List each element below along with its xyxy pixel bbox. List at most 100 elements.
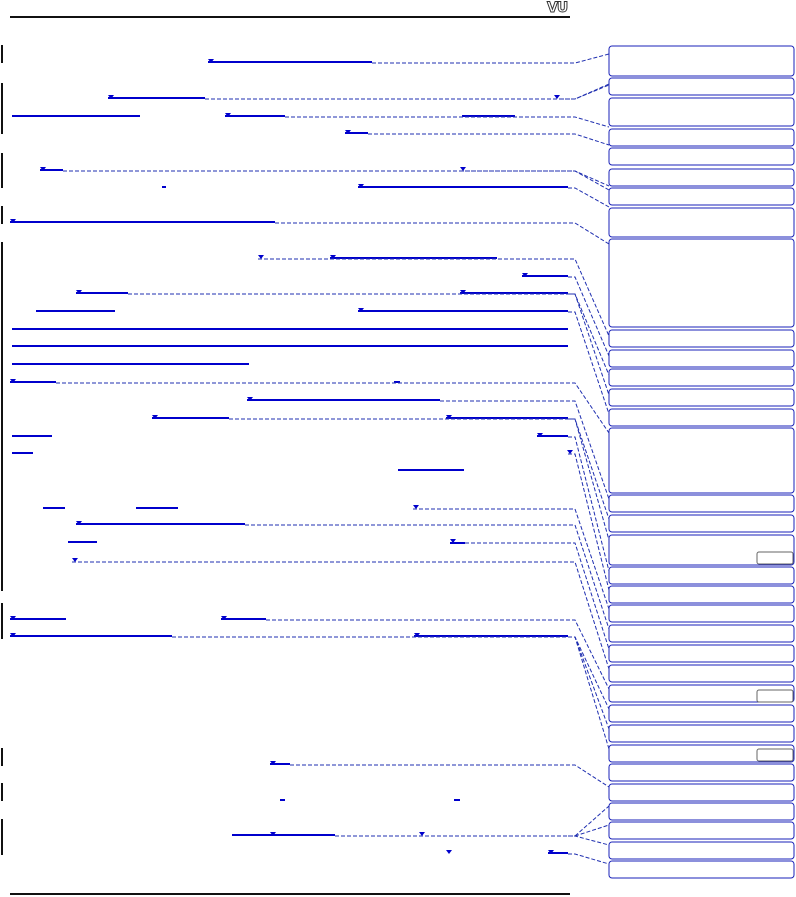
insertion-caret — [537, 433, 543, 437]
comment-balloon[interactable] — [608, 427, 795, 494]
insertion-caret — [108, 95, 114, 99]
comment-balloon[interactable] — [608, 238, 795, 328]
insertion-caret — [76, 521, 82, 525]
insertion-caret — [152, 415, 158, 419]
comment-leader-line — [465, 542, 610, 650]
insertion-caret — [270, 832, 276, 836]
comment-leader-line — [128, 293, 610, 376]
comment-leader-line — [568, 276, 610, 357]
comment-balloon[interactable] — [608, 585, 795, 604]
expand-button[interactable] — [756, 689, 794, 703]
insertion-caret — [10, 379, 16, 383]
comment-balloon[interactable] — [608, 744, 795, 763]
insertion-caret — [10, 633, 16, 637]
comment-balloon[interactable] — [608, 604, 795, 623]
insertion-caret — [446, 415, 452, 419]
insertion-caret — [522, 273, 528, 277]
comment-balloon[interactable] — [608, 566, 795, 585]
comment-leader-line — [568, 636, 610, 750]
comment-leader-line — [266, 619, 610, 690]
comment-balloon[interactable] — [608, 187, 795, 206]
expand-button[interactable] — [756, 551, 794, 565]
comment-leader-line — [285, 116, 610, 128]
comment-leader-line — [72, 561, 610, 670]
comment-balloon[interactable] — [608, 534, 795, 566]
insertion-caret — [247, 397, 253, 401]
insertion-caret — [548, 850, 554, 854]
comment-balloon[interactable] — [608, 97, 795, 127]
comment-balloon[interactable] — [608, 704, 795, 723]
comment-balloon[interactable] — [608, 514, 795, 533]
comment-balloon[interactable] — [608, 368, 795, 387]
insertion-caret — [358, 184, 364, 188]
insertion-caret — [446, 850, 452, 854]
insertion-caret — [10, 219, 16, 223]
comment-leader-line — [568, 187, 610, 208]
comment-balloon[interactable] — [608, 860, 795, 879]
comment-balloon[interactable] — [608, 763, 795, 782]
insertion-caret — [76, 290, 82, 294]
comment-balloon[interactable] — [608, 802, 795, 821]
comment-balloon[interactable] — [608, 408, 795, 427]
insertion-caret — [460, 290, 466, 294]
comment-balloon[interactable] — [608, 783, 795, 802]
insertion-caret — [345, 130, 351, 134]
comment-leader-line — [290, 764, 610, 788]
comment-leader-line — [568, 418, 610, 541]
insertion-caret — [10, 616, 16, 620]
comment-leader-line — [440, 400, 610, 500]
comment-balloon[interactable] — [608, 147, 795, 166]
comment-balloon[interactable] — [608, 821, 795, 840]
comment-leader-line — [568, 436, 610, 572]
comment-leader-line — [568, 853, 610, 865]
vu-logo: VU — [546, 0, 568, 17]
insertion-caret — [358, 308, 364, 312]
comment-leader-line — [568, 293, 610, 396]
comment-balloon[interactable] — [608, 494, 795, 513]
comment-balloon[interactable] — [608, 664, 795, 683]
comment-leader-line — [460, 170, 610, 191]
comment-leader-line — [368, 133, 610, 146]
insertion-caret — [225, 113, 231, 117]
expand-button[interactable] — [756, 748, 794, 762]
comment-balloon[interactable] — [608, 841, 795, 860]
insertion-caret — [72, 558, 78, 562]
comment-leader-line — [56, 382, 610, 434]
comment-balloon[interactable] — [608, 207, 795, 238]
comment-balloon[interactable] — [608, 349, 795, 368]
insertion-caret — [258, 255, 264, 259]
comment-leader-line — [568, 311, 610, 415]
comment-leader-line — [568, 835, 610, 846]
insertion-caret — [270, 761, 276, 765]
comment-leader-line — [560, 83, 610, 100]
comment-balloon[interactable] — [608, 128, 795, 147]
insertion-caret — [414, 633, 420, 637]
insertion-caret — [554, 95, 560, 99]
insertion-caret — [567, 450, 573, 454]
comment-balloon[interactable] — [608, 45, 795, 77]
comment-leader-line — [245, 524, 610, 630]
comment-balloon[interactable] — [608, 644, 795, 663]
comment-leader-line — [568, 453, 610, 591]
insertion-caret — [40, 167, 46, 171]
comment-balloon[interactable] — [608, 77, 795, 96]
comment-balloon[interactable] — [608, 684, 795, 703]
comment-balloon[interactable] — [608, 168, 795, 187]
insertion-caret — [460, 167, 466, 171]
bottom-rule — [10, 893, 570, 895]
insertion-caret — [413, 505, 419, 509]
comment-balloon[interactable] — [608, 329, 795, 348]
comment-leader-line — [63, 170, 610, 187]
comment-leader-line — [172, 636, 610, 710]
comment-leader-line — [335, 805, 610, 837]
insertion-caret — [208, 59, 214, 63]
insertion-caret — [221, 616, 227, 620]
comment-balloon[interactable] — [608, 388, 795, 407]
comment-leader-line — [258, 258, 610, 337]
insertion-caret — [450, 539, 456, 543]
comment-balloon[interactable] — [608, 724, 795, 743]
comment-balloon[interactable] — [608, 624, 795, 643]
top-rule — [10, 16, 570, 18]
